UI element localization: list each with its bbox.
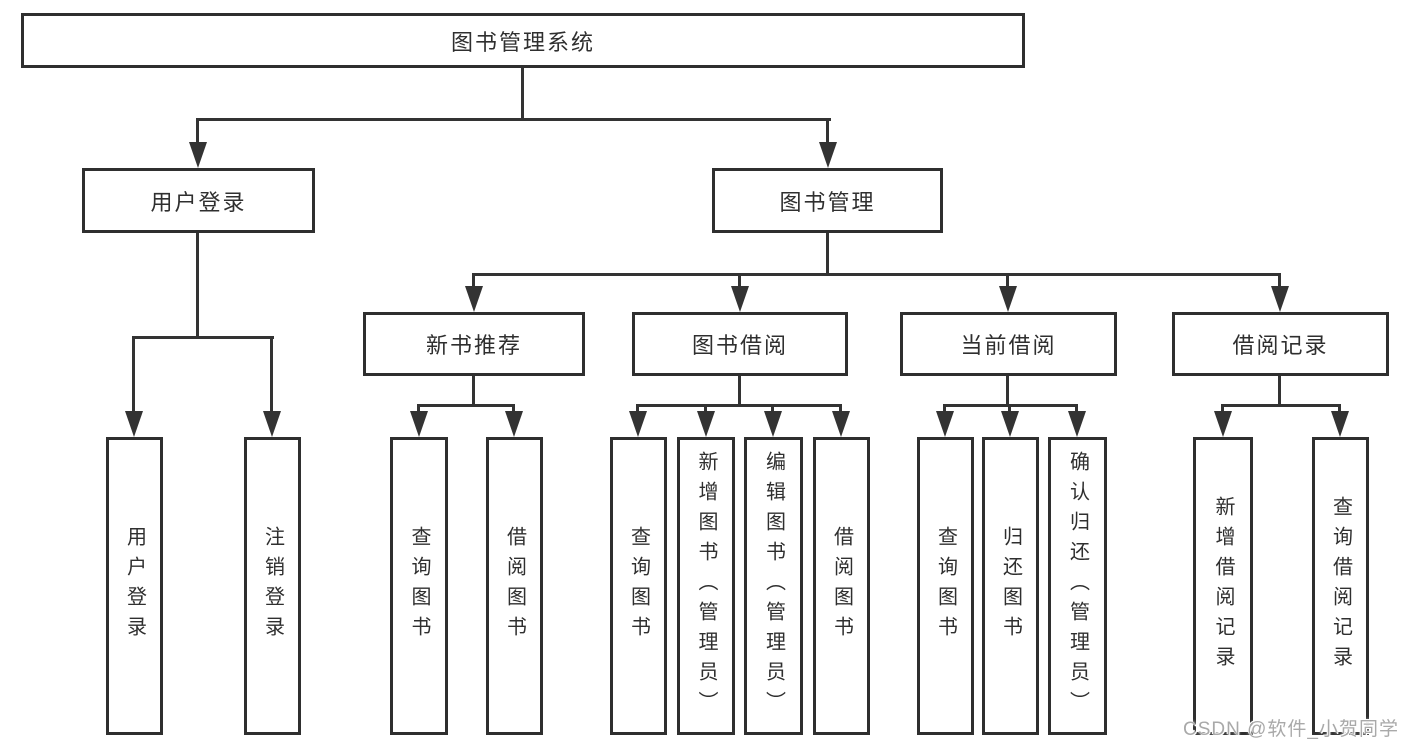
connector-line xyxy=(826,232,829,275)
node-new-book-recommend: 新书推荐 xyxy=(363,312,585,376)
connector-line xyxy=(132,336,135,414)
arrow-down-icon xyxy=(1331,411,1349,437)
connector-line xyxy=(512,404,515,416)
connector-line xyxy=(270,336,273,414)
connector-line xyxy=(196,233,199,338)
arrow-down-icon xyxy=(832,411,850,437)
arrow-down-icon xyxy=(1214,411,1232,437)
leaf-return-book-label: 归还图书 xyxy=(999,526,1022,646)
arrow-down-icon xyxy=(697,411,715,437)
arrow-down-icon xyxy=(936,411,954,437)
leaf-query-books-current: 查询图书 xyxy=(917,437,974,735)
leaf-borrow-books-recommend: 借阅图书 xyxy=(486,437,543,735)
leaf-query-books-borrow: 查询图书 xyxy=(610,437,667,735)
node-book-management-label: 图书管理 xyxy=(779,189,876,215)
node-new-book-recommend-label: 新书推荐 xyxy=(425,333,522,358)
connector-line xyxy=(472,376,475,407)
csdn-watermark: CSDN @软件_小贺同学 xyxy=(1183,719,1399,740)
connector-line xyxy=(944,404,1078,407)
connector-line xyxy=(771,404,774,416)
connector-line xyxy=(943,404,946,416)
connector-line xyxy=(1221,404,1224,416)
leaf-edit-book-admin-label: 编辑图书（管理员） xyxy=(762,451,785,721)
arrow-down-icon xyxy=(263,411,281,437)
leaf-logout: 注销登录 xyxy=(244,437,301,735)
connector-line xyxy=(1278,273,1281,291)
arrow-down-icon xyxy=(999,286,1017,312)
connector-line xyxy=(1006,376,1009,407)
arrow-down-icon xyxy=(1001,411,1019,437)
node-book-borrow: 图书借阅 xyxy=(632,312,848,376)
connector-line xyxy=(133,336,274,339)
leaf-query-borrow-record-label: 查询借阅记录 xyxy=(1329,496,1352,676)
leaf-borrow-books-borrow-label: 借阅图书 xyxy=(830,526,853,646)
arrow-down-icon xyxy=(731,286,749,312)
leaf-borrow-books-borrow: 借阅图书 xyxy=(813,437,870,735)
connector-line xyxy=(826,118,829,146)
connector-line xyxy=(704,404,707,416)
leaf-edit-book-admin: 编辑图书（管理员） xyxy=(744,437,803,735)
arrow-down-icon xyxy=(410,411,428,437)
connector-line xyxy=(738,376,741,407)
arrow-down-icon xyxy=(629,411,647,437)
connector-line xyxy=(637,404,842,407)
leaf-add-borrow-record: 新增借阅记录 xyxy=(1193,437,1253,735)
arrow-down-icon xyxy=(505,411,523,437)
node-root: 图书管理系统 xyxy=(21,13,1025,68)
arrow-down-icon xyxy=(125,411,143,437)
leaf-confirm-return-admin: 确认归还（管理员） xyxy=(1048,437,1107,735)
node-current-borrow-label: 当前借阅 xyxy=(960,333,1057,358)
node-user-login-label: 用户登录 xyxy=(150,189,247,215)
connector-line xyxy=(738,273,741,291)
node-book-management: 图书管理 xyxy=(712,168,943,233)
connector-line xyxy=(417,404,420,416)
connector-line xyxy=(473,273,1281,276)
leaf-logout-label: 注销登录 xyxy=(261,526,284,646)
node-borrow-records: 借阅记录 xyxy=(1172,312,1389,376)
leaf-borrow-books-recommend-label: 借阅图书 xyxy=(503,526,526,646)
arrow-down-icon xyxy=(1271,286,1289,312)
node-book-borrow-label: 图书借阅 xyxy=(691,333,788,358)
arrow-down-icon xyxy=(764,411,782,437)
connector-line xyxy=(196,118,199,146)
leaf-add-book-admin-label: 新增图书（管理员） xyxy=(695,451,717,721)
connector-line xyxy=(1278,376,1281,407)
leaf-return-book: 归还图书 xyxy=(982,437,1039,735)
connector-line xyxy=(1006,273,1009,291)
connector-line xyxy=(636,404,639,416)
leaf-query-books-current-label: 查询图书 xyxy=(934,526,957,646)
arrow-down-icon xyxy=(465,286,483,312)
leaf-user-login: 用户登录 xyxy=(106,437,163,735)
leaf-add-borrow-record-label: 新增借阅记录 xyxy=(1212,496,1234,676)
leaf-query-borrow-record: 查询借阅记录 xyxy=(1312,437,1369,735)
leaf-query-books-recommend-label: 查询图书 xyxy=(408,526,430,646)
arrow-down-icon xyxy=(819,142,837,168)
leaf-confirm-return-admin-label: 确认归还（管理员） xyxy=(1066,451,1089,721)
connector-line xyxy=(1075,404,1078,416)
node-borrow-records-label: 借阅记录 xyxy=(1232,333,1329,358)
node-user-login: 用户登录 xyxy=(82,168,315,233)
arrow-down-icon xyxy=(189,142,207,168)
connector-line xyxy=(839,404,842,416)
leaf-add-book-admin: 新增图书（管理员） xyxy=(677,437,735,735)
connector-line xyxy=(1008,404,1011,416)
connector-line xyxy=(418,404,515,407)
leaf-query-books-borrow-label: 查询图书 xyxy=(627,526,650,646)
connector-line xyxy=(197,118,831,121)
node-root-label: 图书管理系统 xyxy=(450,29,595,55)
connector-line xyxy=(521,68,524,120)
node-current-borrow: 当前借阅 xyxy=(900,312,1117,376)
connector-line xyxy=(472,273,475,291)
leaf-query-books-recommend: 查询图书 xyxy=(390,437,448,735)
connector-line xyxy=(1338,404,1341,416)
connector-line xyxy=(1222,404,1341,407)
leaf-user-login-label: 用户登录 xyxy=(123,526,146,646)
arrow-down-icon xyxy=(1068,411,1086,437)
